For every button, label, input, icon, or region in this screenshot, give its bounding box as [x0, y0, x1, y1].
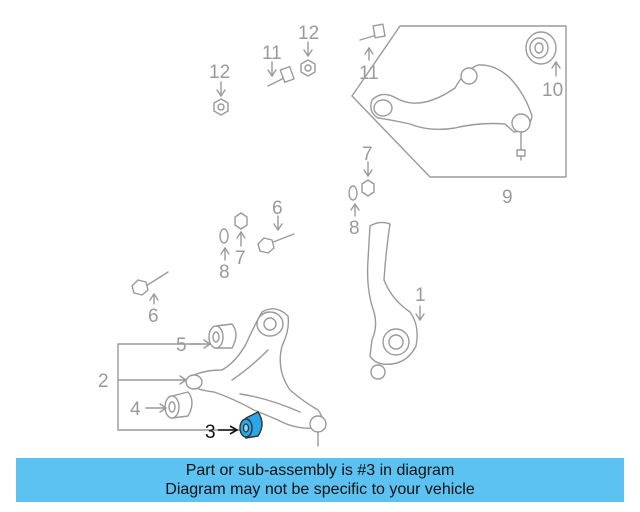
bushing-4 [164, 391, 193, 419]
callout-7-middle: 7 [235, 248, 246, 269]
upper-arm-bushing-front [373, 99, 393, 117]
upper-ball-joint [511, 113, 531, 133]
callout-8-middle: 8 [219, 262, 230, 283]
washer-8-upper [348, 185, 360, 217]
callout-6-lower: 6 [148, 306, 159, 327]
nut-7-upper [361, 161, 375, 197]
callout-10: 10 [542, 80, 563, 101]
nut-12-top [300, 41, 316, 77]
banner-line-2: Diagram may not be specific to your vehi… [165, 481, 475, 498]
callout-11-top: 11 [359, 63, 379, 84]
bushing-3-bore [242, 423, 250, 433]
upper-ball-joint-tip [516, 149, 526, 157]
leader-3-arrow [229, 425, 239, 435]
nut-7-middle [234, 212, 248, 247]
callout-2: 2 [98, 371, 109, 392]
callout-12-left: 12 [209, 62, 230, 83]
callout-7-upper: 7 [362, 144, 373, 165]
bushing-5 [208, 323, 237, 349]
washer-8-middle [219, 228, 230, 261]
banner-line-1: Part or sub-assembly is #3 in diagram [185, 462, 455, 479]
callout-3[interactable]: 3 [205, 422, 216, 443]
callout-8-upper: 8 [349, 218, 360, 239]
callout-12-top: 12 [298, 23, 319, 44]
bushing-10 [525, 31, 561, 77]
info-banner: Part or sub-assembly is #3 in diagram Di… [16, 458, 624, 502]
bolt-11-left [267, 61, 295, 87]
bolt-6-middle [257, 215, 295, 254]
bolt-11-top [359, 23, 386, 61]
upper-control-arm [370, 64, 533, 133]
lower-control-arm [185, 308, 327, 447]
bolt-6-lower [131, 271, 169, 305]
callout-5: 5 [176, 335, 187, 356]
bracket-9 [351, 25, 567, 178]
upper-arm-bushing-rear [460, 67, 478, 85]
steering-knuckle [366, 221, 425, 380]
upper-control-arm-group [351, 25, 567, 178]
bushing-3-highlighted[interactable] [218, 411, 263, 439]
nut-12-left [213, 81, 229, 116]
callout-9: 9 [502, 187, 513, 208]
callout-6-middle: 6 [272, 198, 283, 219]
callout-4: 4 [130, 399, 141, 420]
callout-11-left: 11 [262, 43, 282, 64]
callout-1: 1 [415, 285, 426, 306]
bracket-2 [117, 343, 241, 431]
